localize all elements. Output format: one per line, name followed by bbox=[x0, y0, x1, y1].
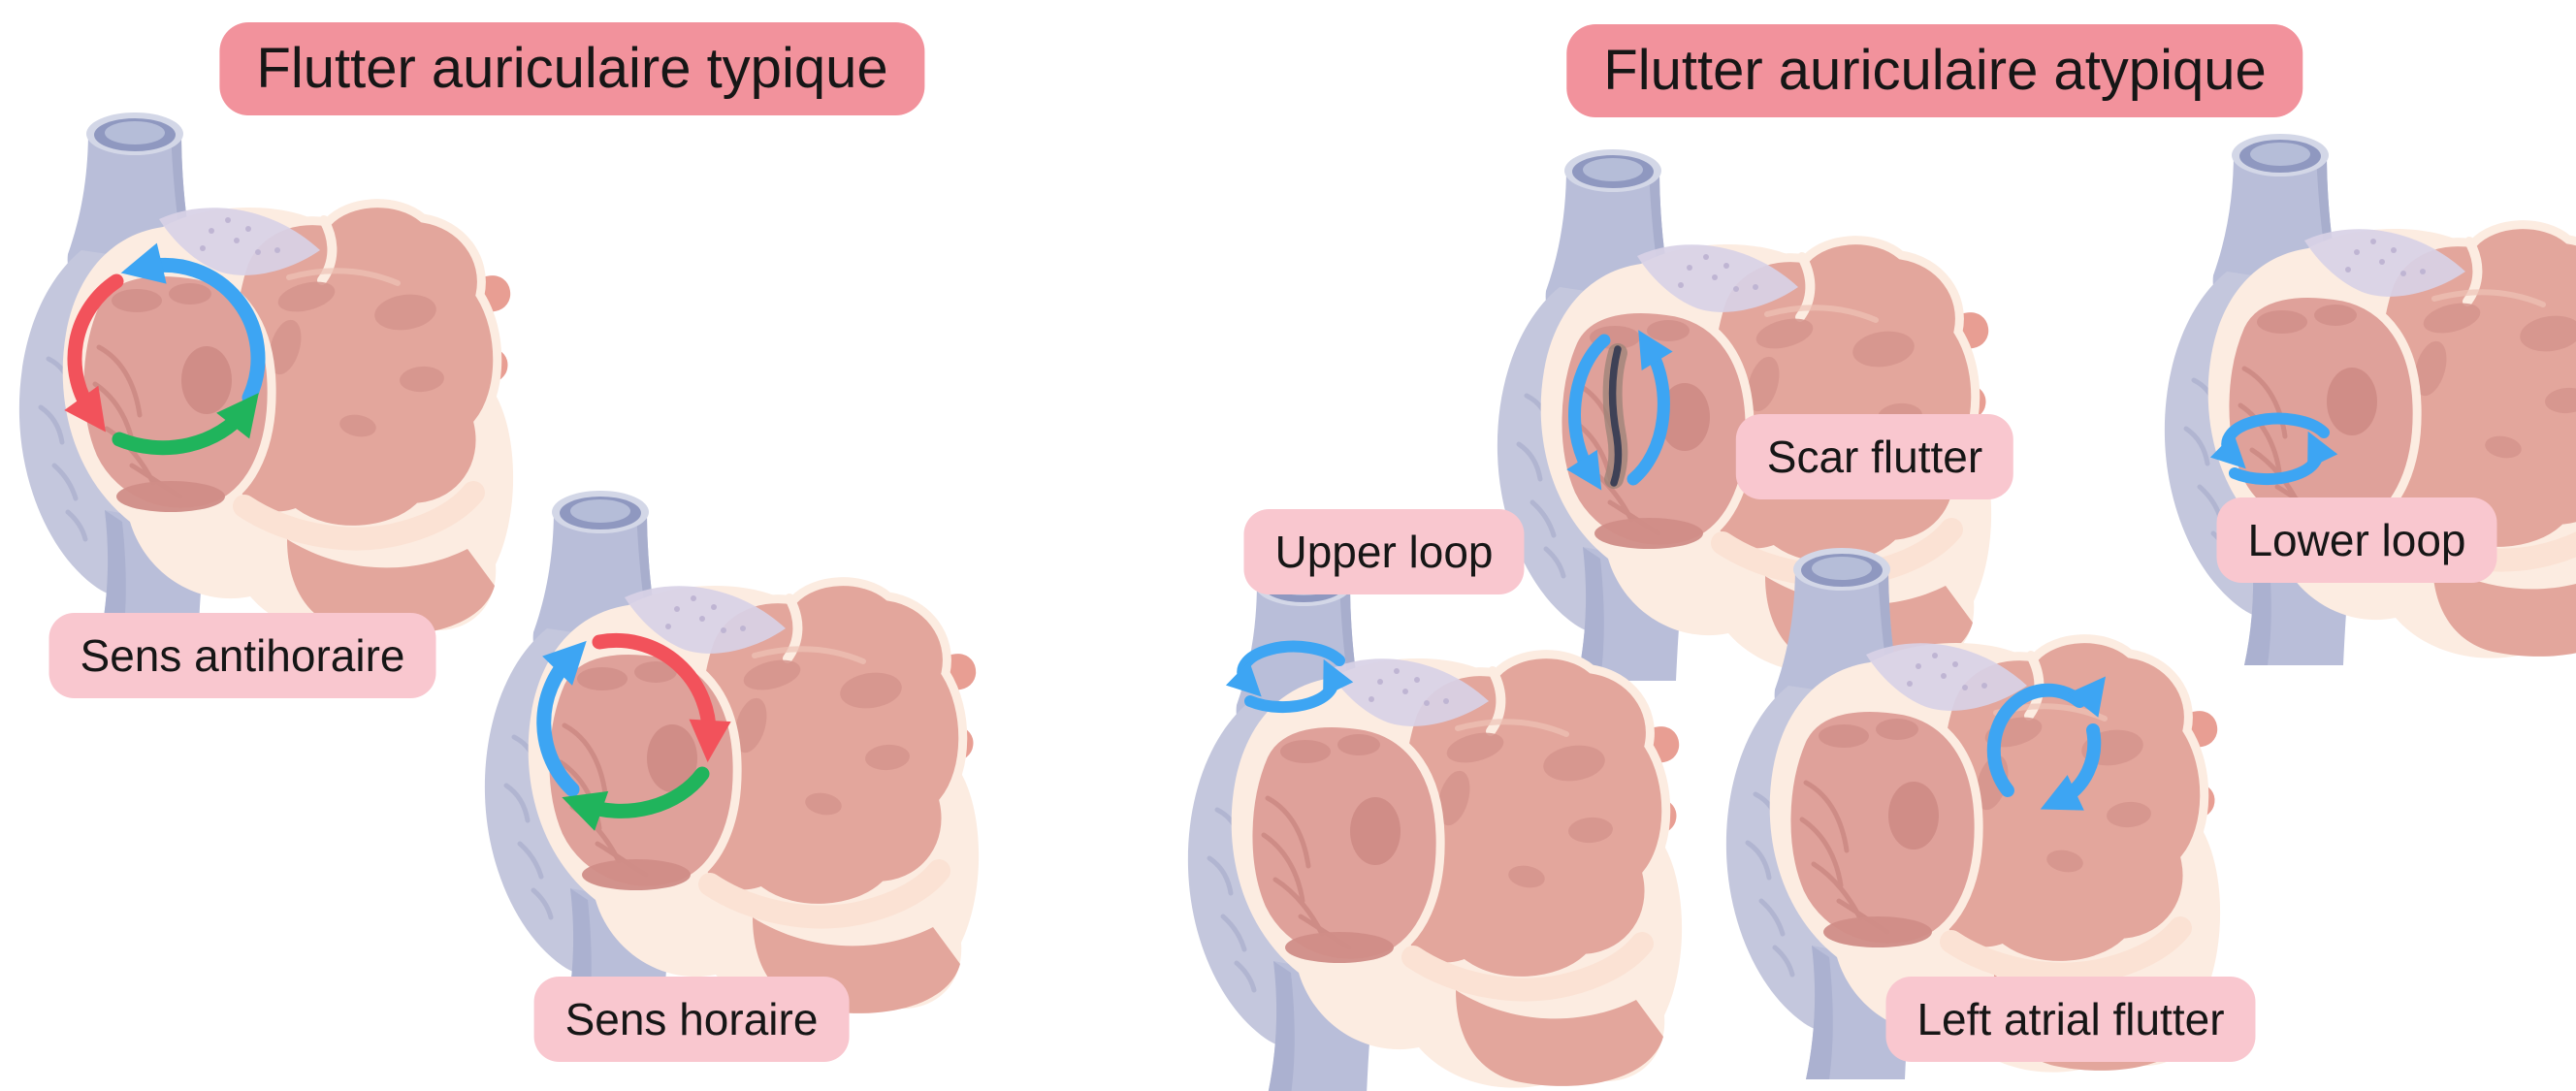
reentry-circuit-clockwise bbox=[536, 632, 731, 831]
red-arrow bbox=[592, 632, 731, 762]
lower-loop-arrows bbox=[2209, 412, 2338, 486]
label-scar-flutter: Scar flutter bbox=[1735, 414, 2014, 499]
blue-arrow-bottom bbox=[2229, 431, 2338, 486]
label-sens-horaire: Sens horaire bbox=[533, 977, 850, 1062]
heart-illustration bbox=[464, 483, 987, 1026]
figure-lower-loop bbox=[2143, 126, 2576, 669]
green-arrow bbox=[562, 766, 710, 831]
label-left-atrial-flutter: Left atrial flutter bbox=[1885, 977, 2256, 1062]
blue-arrowhead-up bbox=[2067, 676, 2107, 718]
blue-arrow-left bbox=[1566, 334, 1611, 491]
label-upper-loop: Upper loop bbox=[1243, 509, 1525, 594]
section-title-typique: Flutter auriculaire typique bbox=[219, 22, 925, 115]
scar-mark bbox=[1608, 345, 1623, 487]
blue-arrow-right bbox=[1626, 330, 1673, 486]
left-atrial-loop-arrows bbox=[1986, 676, 2107, 811]
blue-arrow-up bbox=[1986, 683, 2086, 797]
heart-illustration bbox=[1705, 540, 2229, 1083]
blue-arrow-top bbox=[1225, 640, 1345, 697]
blue-arrow bbox=[120, 242, 266, 405]
red-arrow bbox=[64, 273, 124, 433]
figure-left-atrial-flutter bbox=[1705, 540, 2229, 1083]
section-title-atypique: Flutter auriculaire atypique bbox=[1566, 24, 2303, 117]
heart-illustration bbox=[0, 105, 522, 648]
heart-illustration bbox=[1476, 142, 2000, 685]
reentry-circuit-counterclockwise bbox=[64, 242, 266, 456]
blue-arrow-down bbox=[2040, 723, 2102, 811]
scar-reentry-loop bbox=[1566, 330, 1673, 491]
label-lower-loop: Lower loop bbox=[2216, 497, 2497, 583]
figure-sens-horaire bbox=[464, 483, 987, 1026]
heart-illustration bbox=[1167, 556, 1690, 1091]
figure-upper-loop bbox=[1167, 556, 1690, 1091]
figure-sens-antihoraire bbox=[0, 105, 522, 648]
figure-scar-flutter bbox=[1476, 142, 2000, 685]
label-sens-antihoraire: Sens antihoraire bbox=[48, 613, 436, 698]
blue-arrow-bottom bbox=[1244, 658, 1354, 714]
upper-loop-arrows bbox=[1225, 640, 1354, 714]
blue-arrow bbox=[536, 640, 587, 797]
green-arrow bbox=[112, 393, 259, 456]
blue-arrow-top bbox=[2209, 412, 2330, 469]
heart-illustration bbox=[2143, 126, 2576, 669]
